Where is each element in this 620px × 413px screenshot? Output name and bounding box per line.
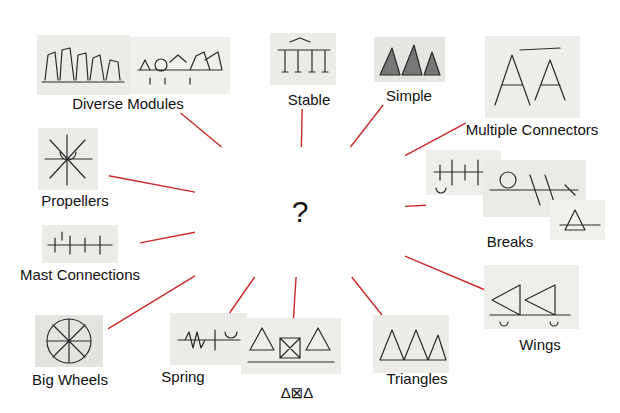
sketch-photo: [374, 37, 445, 82]
branch-node: Simple: [374, 37, 445, 105]
branch-label: Propellers: [41, 192, 109, 210]
photo-paper: [373, 315, 449, 373]
branch-node: Spring: [161, 313, 247, 386]
sketch-photo: [241, 318, 341, 374]
connector-line: [109, 176, 195, 192]
branch-node: Stable: [270, 33, 336, 109]
branch-node: Propellers: [38, 128, 109, 210]
connector-line: [405, 205, 426, 206]
connector-line: [294, 277, 296, 318]
branch-node: Triangles: [373, 315, 449, 388]
photo-paper: [484, 265, 579, 329]
sketch-photo: [270, 33, 336, 85]
branch-node: Breaks: [426, 150, 605, 251]
sketch-lines: [380, 330, 446, 360]
sketch-lines: [178, 330, 240, 350]
sketch-photo: [42, 225, 118, 263]
photo-paper: [374, 37, 445, 82]
branch-label: Stable: [288, 91, 331, 109]
sketch-lines: [42, 48, 124, 82]
branch-node: Wings: [484, 265, 579, 354]
connector-line: [405, 256, 484, 289]
connector-line: [230, 277, 255, 313]
connector-line: [301, 109, 303, 147]
branch-node: Diverse Modules: [37, 35, 230, 113]
branch-label: Simple: [386, 87, 432, 105]
sketch-photo: [170, 313, 247, 365]
photo-paper: [38, 128, 98, 190]
branch-node: Mast Connections: [20, 225, 140, 284]
photo-paper: [270, 33, 336, 85]
sketch-lines: [490, 285, 570, 326]
photo-paper: [550, 200, 605, 240]
photo-paper: [42, 225, 118, 263]
branch-node: Δ⊠Δ: [241, 318, 341, 402]
connector-line: [350, 105, 383, 147]
sketch-lines: [495, 48, 565, 105]
sketch-lines: [560, 210, 600, 230]
connector-line: [181, 113, 222, 147]
photo-paper: [170, 313, 247, 365]
sketch-photo: [130, 37, 230, 94]
branch-label: Spring: [161, 368, 204, 386]
connector-line: [140, 232, 195, 243]
branch-label: Wings: [519, 336, 561, 354]
branch-label: Breaks: [487, 233, 534, 251]
photo-paper: [35, 315, 103, 367]
sketch-lines: [138, 52, 222, 84]
sketch-photo: [484, 265, 579, 329]
sketch-photo: [35, 315, 103, 367]
branch-label: Mast Connections: [20, 266, 140, 284]
photo-paper: [241, 318, 341, 374]
photo-paper: [485, 36, 580, 118]
connector-line: [352, 277, 382, 315]
sketch-lines: [48, 232, 112, 254]
sketch-photo: [550, 200, 605, 240]
sketch-lines: [47, 319, 91, 363]
sketch-lines: [248, 328, 334, 362]
sketch-photo: [485, 36, 580, 118]
sketch-lines: [380, 45, 440, 75]
branch-label: Triangles: [386, 370, 447, 388]
sketch-photo: [373, 315, 449, 373]
branch-label: Big Wheels: [32, 371, 108, 389]
sketch-lines: [278, 38, 330, 72]
branch-label: Δ⊠Δ: [281, 384, 314, 402]
photo-paper: [130, 37, 230, 94]
photo-paper: [37, 35, 130, 95]
connector-line: [405, 123, 466, 156]
connector-line: [108, 276, 195, 329]
sketch-photo: [37, 35, 130, 95]
branch-node: Multiple Connectors: [466, 36, 599, 139]
sketch-lines: [45, 135, 92, 185]
sketch-photo: [38, 128, 98, 190]
branch-label: Multiple Connectors: [466, 121, 599, 139]
branch-node: Big Wheels: [32, 315, 108, 389]
hub-mark: ?: [292, 194, 309, 230]
hub-node: ?: [195, 147, 405, 277]
branch-label: Diverse Modules: [72, 95, 184, 113]
